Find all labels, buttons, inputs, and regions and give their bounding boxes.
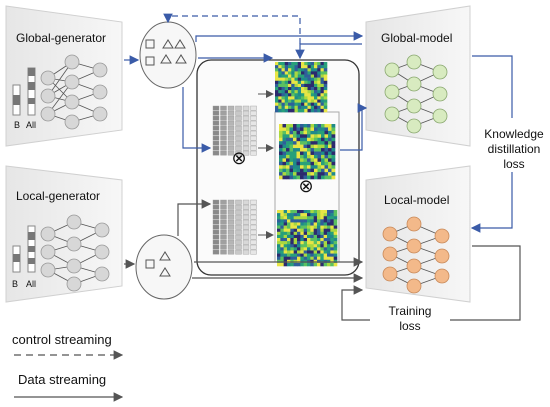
legend: control streaming Data streaming [12, 332, 124, 402]
local-generator-bars [12, 225, 36, 273]
kd-loss-label-line2: distillation [488, 142, 541, 156]
legend-control-label: control streaming [12, 332, 112, 347]
heatmap-global-similarity [275, 62, 328, 113]
global-model-label: Global-model [381, 31, 452, 45]
local-generator-network [40, 214, 110, 292]
similarity-block: ⊗ ⊗ [196, 59, 360, 276]
global-generator-label: Global-generator [16, 31, 106, 45]
local-generator-label: Local-generator [16, 189, 100, 203]
heatmap-product-similarity [277, 210, 338, 267]
multiply-symbol-right: ⊗ [298, 176, 313, 196]
global-generator-bars [12, 67, 36, 116]
local-bar-all-label: All [26, 279, 36, 289]
local-bar-b-label: B [12, 279, 18, 289]
local-model-panel: Local-model [365, 165, 471, 303]
global-bar-all-label: All [26, 120, 36, 130]
kd-loss-label-line1: Knowledge [484, 127, 544, 141]
heatmap-local-similarity [279, 124, 336, 180]
flow-arrows [124, 13, 521, 321]
feature-columns-top [212, 105, 257, 156]
global-generator-panel: Global-generator B All [5, 5, 123, 147]
local-generator-panel: Local-generator B All [5, 165, 123, 303]
training-loss-label-line1: Training [389, 304, 432, 318]
kd-loss-label-line3: loss [503, 157, 524, 171]
global-samples-ellipse [139, 21, 197, 89]
global-model-panel: Global-model [365, 5, 471, 147]
global-bar-b-label: B [14, 120, 20, 130]
local-model-label: Local-model [384, 193, 449, 207]
global-generator-network [40, 54, 108, 130]
local-samples-ellipse [135, 234, 193, 300]
feature-columns-bottom [212, 199, 257, 255]
multiply-symbol-left: ⊗ [231, 148, 246, 168]
training-loss-label-line2: loss [399, 319, 420, 333]
legend-data-label: Data streaming [18, 372, 106, 387]
